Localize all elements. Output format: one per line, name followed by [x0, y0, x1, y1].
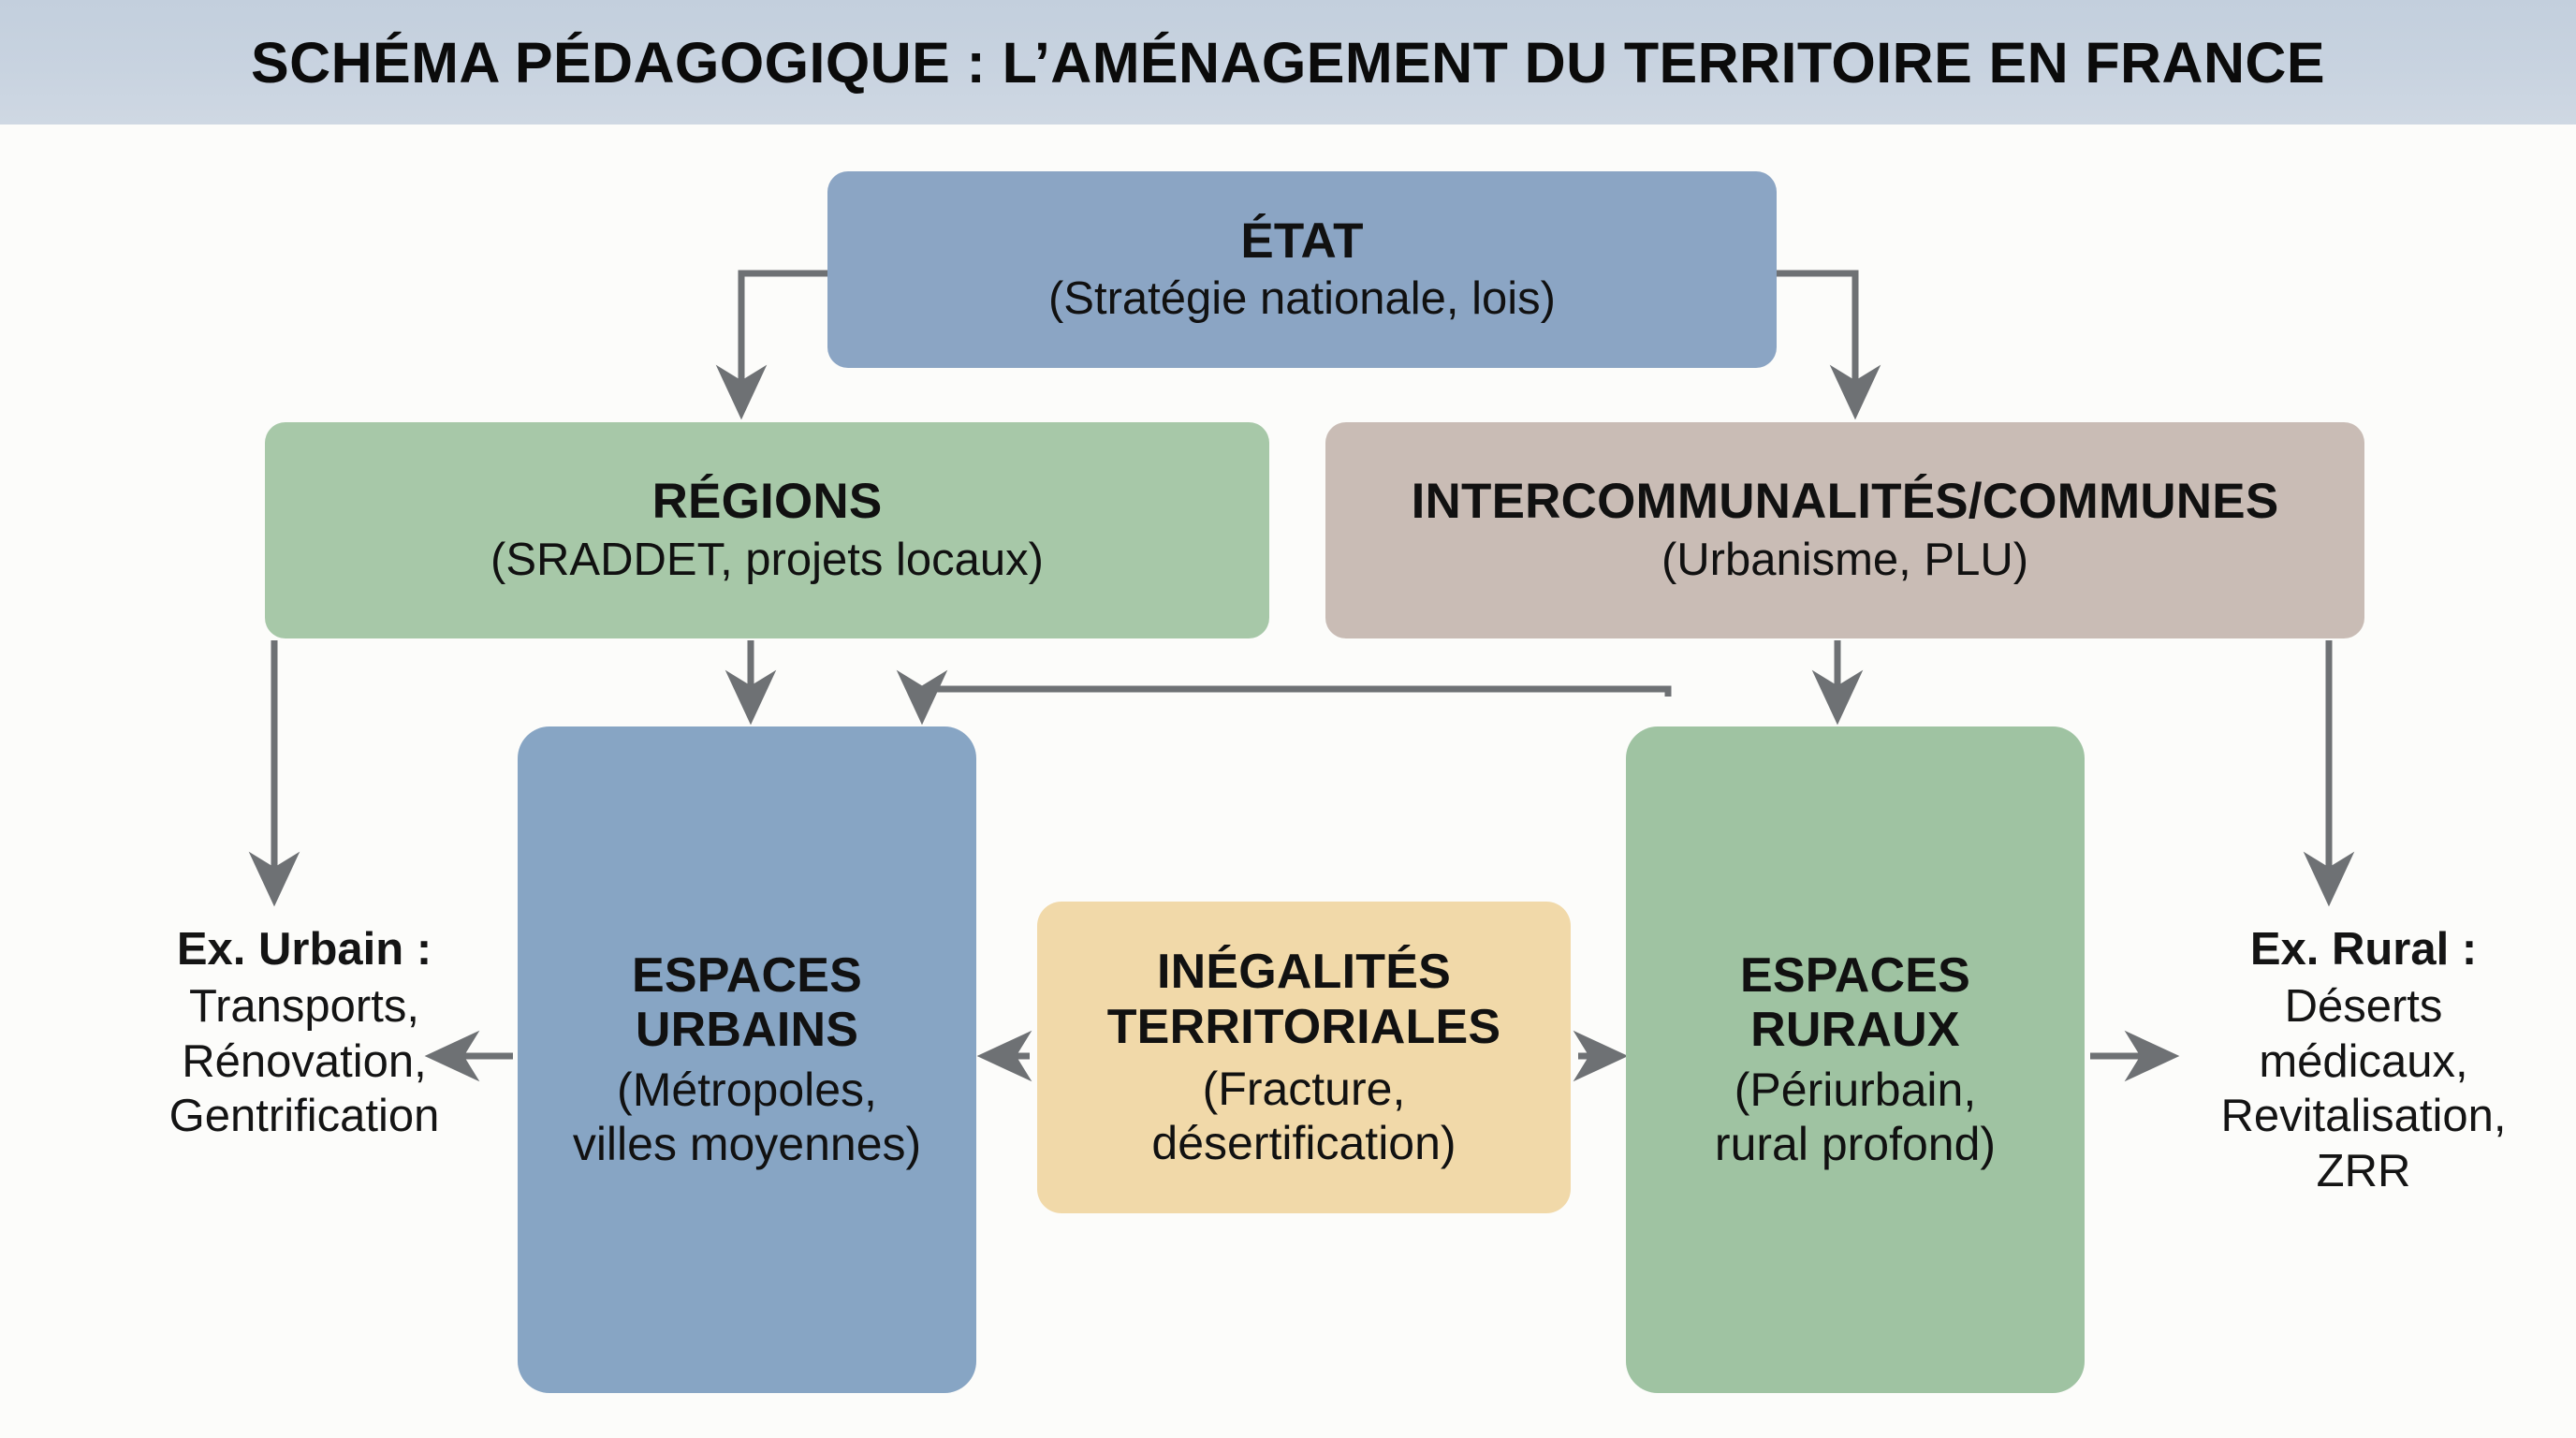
node-inegalites-territoriales-title: INÉGALITÉS TERRITORIALES [1107, 945, 1501, 1053]
node-espaces-ruraux-title-line2: RURAUX [1750, 1003, 1960, 1057]
label-ex-urbain-line2: Rénovation, [182, 1035, 427, 1087]
label-ex-rural-line4: ZRR [2316, 1146, 2411, 1197]
node-espaces-ruraux[interactable]: ESPACES RURAUX (Périurbain, rural profon… [1626, 726, 2085, 1393]
node-espaces-ruraux-title: ESPACES RURAUX [1740, 948, 1970, 1057]
label-ex-rural-lead: Ex. Rural : [2249, 924, 2478, 975]
node-espaces-urbains-subtitle: (Métropoles, villes moyennes) [573, 1063, 921, 1171]
node-espaces-urbains[interactable]: ESPACES URBAINS (Métropoles, villes moye… [518, 726, 976, 1393]
node-etat[interactable]: ÉTAT (Stratégie nationale, lois) [827, 171, 1777, 368]
node-intercommunalites-subtitle: (Urbanisme, PLU) [1661, 534, 2029, 585]
node-inegalites-territoriales[interactable]: INÉGALITÉS TERRITORIALES (Fracture, dése… [1037, 902, 1571, 1213]
node-etat-title: ÉTAT [1240, 213, 1364, 269]
node-espaces-urbains-title-line1: ESPACES [631, 947, 863, 1003]
label-ex-urbain-line3: Gentrification [168, 1091, 440, 1142]
node-regions[interactable]: RÉGIONS (SRADDET, projets locaux) [265, 422, 1269, 638]
node-inegalites-territoriales-subtitle-line1: (Fracture, [1202, 1062, 1406, 1115]
node-inegalites-territoriales-title-line1: INÉGALITÉS [1156, 945, 1452, 1000]
header-banner: SCHÉMA PÉDAGOGIQUE : L’AMÉNAGEMENT DU TE… [0, 0, 2576, 125]
node-espaces-urbains-subtitle-line1: (Métropoles, [617, 1064, 877, 1117]
node-inegalites-territoriales-subtitle: (Fracture, désertification) [1151, 1062, 1456, 1170]
edge-etat-regions [715, 270, 827, 420]
node-regions-title: RÉGIONS [651, 474, 883, 530]
page-title: SCHÉMA PÉDAGOGIQUE : L’AMÉNAGEMENT DU TE… [251, 30, 2325, 95]
node-inegalites-territoriales-title-line2: TERRITORIALES [1106, 999, 1501, 1054]
node-espaces-ruraux-title-line1: ESPACES [1739, 947, 1971, 1003]
label-ex-rural-line2: médicaux, [2259, 1035, 2468, 1087]
node-espaces-urbains-title: ESPACES URBAINS [632, 948, 862, 1057]
node-intercommunalites[interactable]: INTERCOMMUNALITÉS/COMMUNES (Urbanisme, P… [1325, 422, 2364, 638]
node-inegalites-territoriales-subtitle-line2: désertification) [1151, 1116, 1456, 1169]
label-ex-rural-line3: Revitalisation, [2220, 1091, 2507, 1142]
node-espaces-urbains-subtitle-line2: villes moyennes) [572, 1118, 922, 1171]
label-ex-urbain-lead: Ex. Urbain : [176, 924, 432, 975]
node-regions-subtitle: (SRADDET, projets locaux) [490, 534, 1044, 585]
node-etat-subtitle: (Stratégie nationale, lois) [1047, 273, 1556, 325]
label-ex-rural-line1: Déserts [2284, 980, 2443, 1032]
node-espaces-urbains-title-line2: URBAINS [635, 1003, 859, 1057]
edge-ruraux-urbains [896, 669, 1672, 726]
label-ex-urbain-line1: Transports, [189, 980, 419, 1032]
node-espaces-ruraux-subtitle: (Périurbain, rural profond) [1715, 1063, 1996, 1171]
edge-etat-interco [1777, 270, 1881, 420]
label-ex-urbain: Ex. Urbain : Transports, Rénovation, Gen… [98, 922, 510, 1144]
node-espaces-ruraux-subtitle-line2: rural profond) [1714, 1118, 1997, 1171]
node-espaces-ruraux-subtitle-line1: (Périurbain, [1734, 1064, 1977, 1117]
label-ex-rural: Ex. Rural : Déserts médicaux, Revitalisa… [2158, 922, 2569, 1199]
node-intercommunalites-title: INTERCOMMUNALITÉS/COMMUNES [1411, 474, 2279, 530]
